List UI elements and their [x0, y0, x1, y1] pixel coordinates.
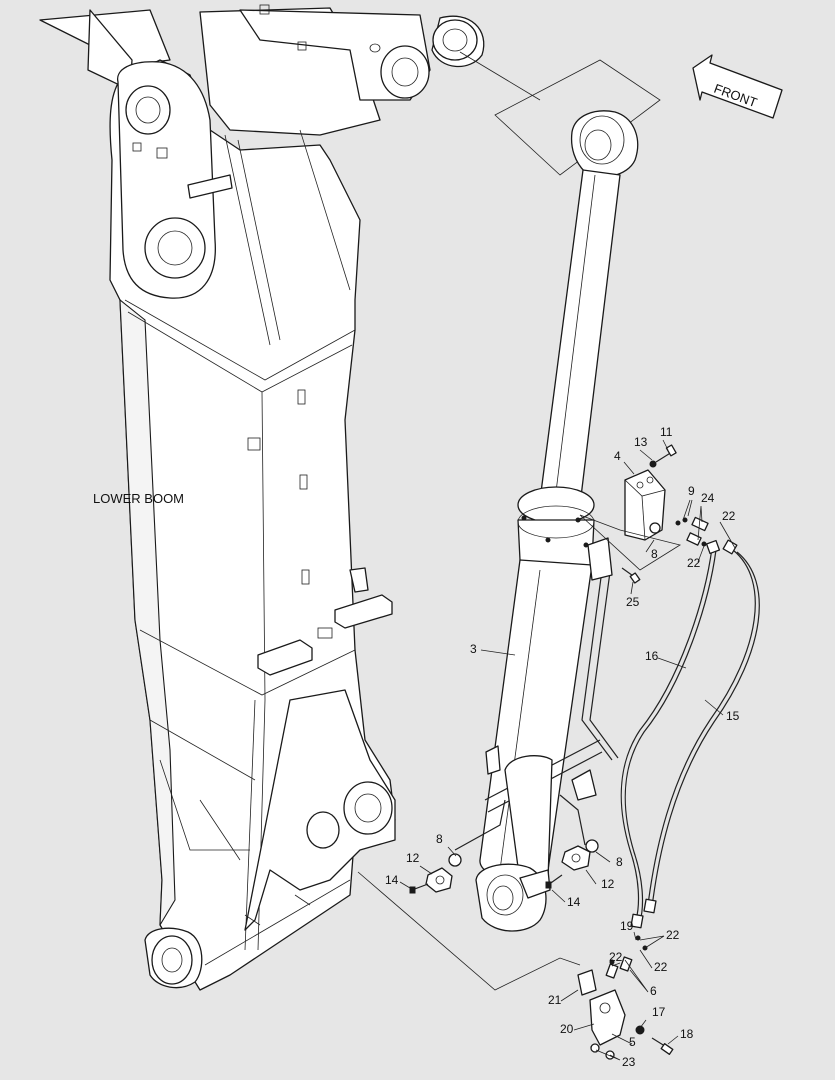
callout-c22e: 22: [609, 950, 623, 964]
callout-numbers: 3 4 5 6 8 8 8 9 11 12 12 13 14 14 15 16 17 18 19 20 21 22 22 22…: [385, 425, 740, 1069]
callout-c8c: 8: [616, 855, 623, 869]
callout-c8a: 8: [651, 547, 658, 561]
callout-c22d: 22: [654, 960, 668, 974]
callout-c4: 4: [614, 449, 621, 463]
callout-c23: 23: [622, 1055, 636, 1069]
hoses: [620, 539, 760, 929]
callout-c15: 15: [726, 709, 740, 723]
callout-c25: 25: [626, 595, 640, 609]
callout-c11: 11: [660, 425, 673, 439]
callout-c17: 17: [652, 1005, 666, 1019]
lower-flanges: [409, 839, 599, 894]
callout-c3: 3: [470, 642, 477, 656]
callout-c9: 9: [688, 484, 695, 498]
callout-c22a: 22: [722, 509, 736, 523]
callout-c22c: 22: [666, 928, 680, 942]
callout-c14b: 14: [567, 895, 581, 909]
callout-c20: 20: [560, 1022, 574, 1036]
valve-block-upper: [579, 444, 709, 584]
callout-c24: 24: [701, 491, 715, 505]
valve-block-lower: [577, 935, 674, 1060]
leader-lines: [399, 439, 736, 1061]
lower-boom-label: LOWER BOOM: [93, 491, 184, 506]
callout-c6: 6: [650, 984, 657, 998]
callout-c21: 21: [548, 993, 562, 1007]
callout-c12b: 12: [601, 877, 615, 891]
callout-c14a: 14: [385, 873, 399, 887]
callout-c18: 18: [680, 1027, 694, 1041]
callout-c12a: 12: [406, 851, 420, 865]
boom-cylinder: [454, 110, 639, 932]
callout-c19: 19: [620, 919, 634, 933]
callout-c8b: 8: [436, 832, 443, 846]
lower-boom: [39, 4, 485, 991]
callout-c22b: 22: [687, 556, 701, 570]
callout-c16: 16: [645, 649, 659, 663]
callout-c5: 5: [629, 1035, 636, 1049]
callout-c13: 13: [634, 435, 648, 449]
front-arrow: FRONT: [692, 54, 783, 119]
